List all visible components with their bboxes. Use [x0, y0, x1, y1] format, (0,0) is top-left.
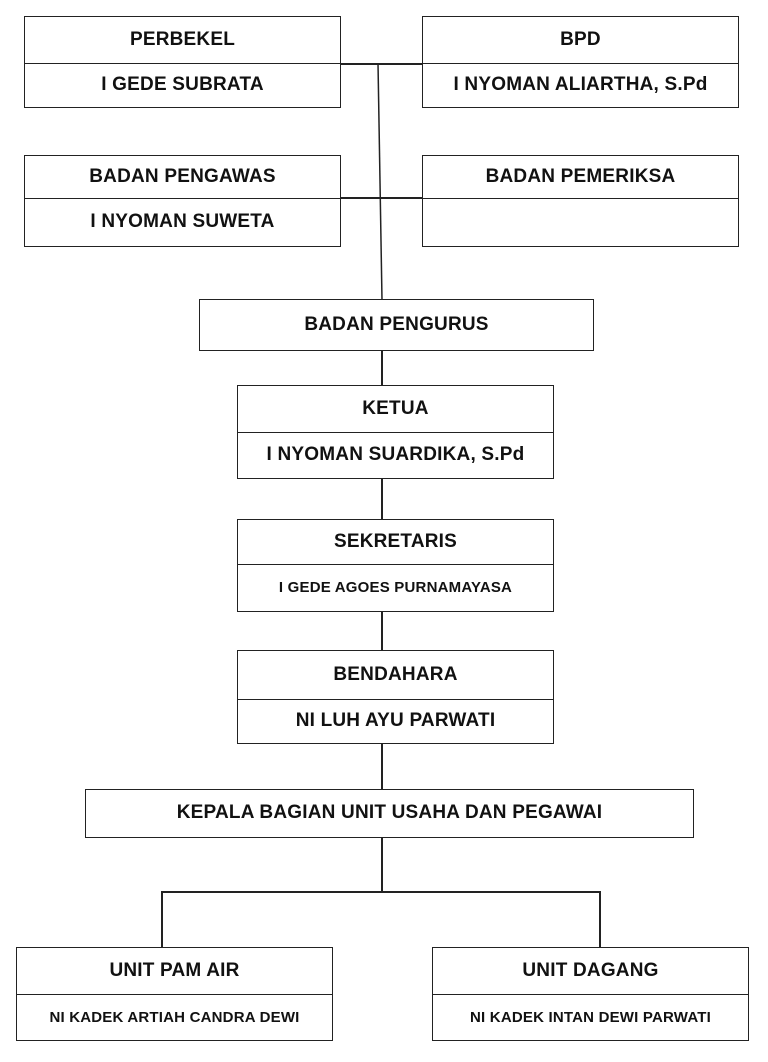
unit-pam-air-box: UNIT PAM AIR NI KADEK ARTIAH CANDRA DEWI: [16, 947, 333, 1041]
sekretaris-title: SEKRETARIS: [333, 531, 458, 552]
ketua-box: KETUA I NYOMAN SUARDIKA, S.Pd: [237, 385, 554, 479]
unit-dagang-name: NI KADEK INTAN DEWI PARWATI: [433, 994, 748, 1039]
badan-pengurus-title: BADAN PENGURUS: [304, 313, 489, 335]
sekretaris-box: SEKRETARIS I GEDE AGOES PURNAMAYASA: [237, 519, 554, 612]
badan-pemeriksa-name: [423, 198, 738, 245]
connector-units-horizontal: [161, 891, 601, 893]
connector-pengurus-ketua: [381, 350, 383, 386]
connector-second-horizontal: [340, 197, 423, 199]
connector-top-horizontal: [340, 63, 423, 65]
bendahara-name: NI LUH AYU PARWATI: [238, 699, 553, 742]
bendahara-title: BENDAHARA: [333, 664, 458, 685]
connector-unit-pam-air: [161, 891, 163, 948]
badan-pemeriksa-title: BADAN PEMERIKSA: [485, 166, 676, 187]
connector-kepala-down: [381, 837, 383, 892]
bendahara-box: BENDAHARA NI LUH AYU PARWATI: [237, 650, 554, 744]
bpd-title: BPD: [560, 29, 601, 50]
kepala-bagian-box: KEPALA BAGIAN UNIT USAHA DAN PEGAWAI: [85, 789, 694, 838]
bpd-name: I NYOMAN ALIARTHA, S.Pd: [423, 63, 738, 106]
badan-pemeriksa-box: BADAN PEMERIKSA: [422, 155, 739, 247]
badan-pengawas-name: I NYOMAN SUWETA: [25, 198, 340, 245]
perbekel-title: PERBEKEL: [129, 29, 236, 50]
ketua-title: KETUA: [362, 398, 429, 419]
connector-ketua-sekretaris: [381, 478, 383, 520]
badan-pengawas-title: BADAN PENGAWAS: [89, 166, 276, 187]
perbekel-name: I GEDE SUBRATA: [25, 63, 340, 106]
perbekel-box: PERBEKEL I GEDE SUBRATA: [24, 16, 341, 108]
unit-pam-air-name: NI KADEK ARTIAH CANDRA DEWI: [17, 994, 332, 1039]
ketua-name: I NYOMAN SUARDIKA, S.Pd: [238, 432, 553, 477]
unit-pam-air-title: UNIT PAM AIR: [109, 960, 240, 981]
badan-pengurus-box: BADAN PENGURUS: [199, 299, 594, 351]
kepala-bagian-title: KEPALA BAGIAN UNIT USAHA DAN PEGAWAI: [176, 802, 603, 823]
badan-pengawas-box: BADAN PENGAWAS I NYOMAN SUWETA: [24, 155, 341, 247]
sekretaris-name: I GEDE AGOES PURNAMAYASA: [238, 564, 553, 610]
bpd-box: BPD I NYOMAN ALIARTHA, S.Pd: [422, 16, 739, 108]
unit-dagang-title: UNIT DAGANG: [522, 960, 659, 981]
unit-dagang-box: UNIT DAGANG NI KADEK INTAN DEWI PARWATI: [432, 947, 749, 1041]
connector-bendahara-kepala: [381, 743, 383, 790]
connector-unit-dagang: [599, 891, 601, 948]
connector-sekretaris-bendahara: [381, 611, 383, 651]
